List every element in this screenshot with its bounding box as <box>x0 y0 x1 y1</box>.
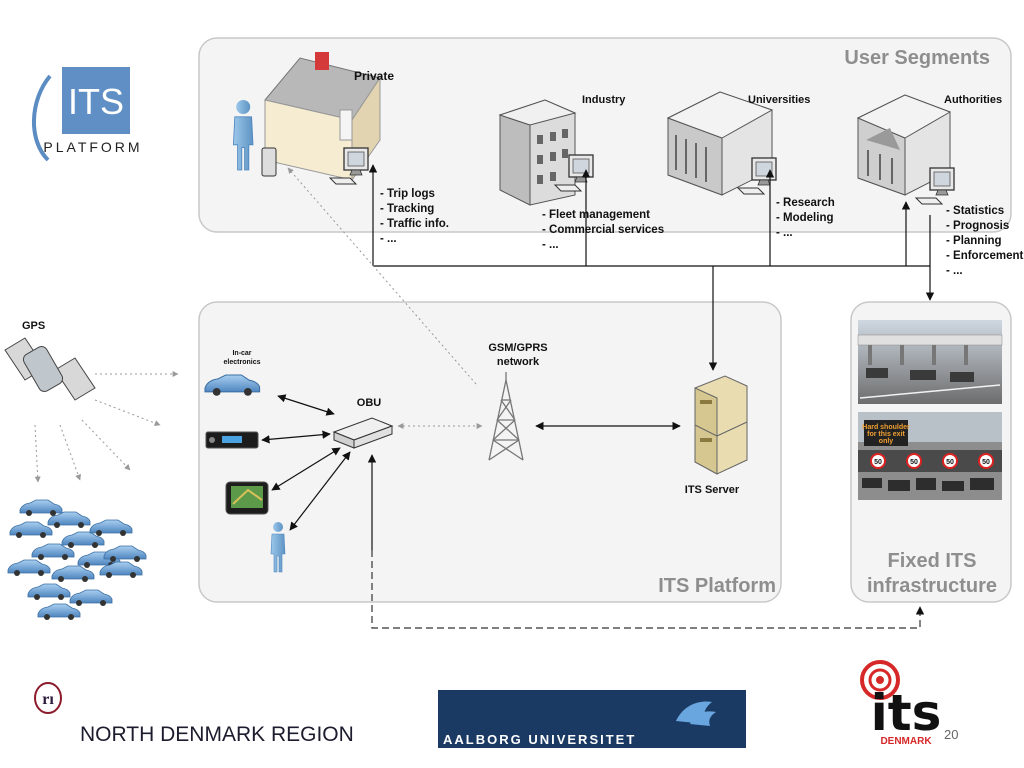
car-fleet-icon <box>7 499 147 621</box>
private-segment: Private - Trip logs - Tracking - Traffic… <box>232 52 449 245</box>
speed-sign-4: 50 <box>982 459 990 466</box>
gps-label: GPS <box>22 320 45 332</box>
universities-item-2: - Modeling <box>776 212 834 224</box>
aalborg-text: AALBORG UNIVERSITET <box>443 732 636 747</box>
aalborg-university-logo: AALBORG UNIVERSITET <box>438 690 746 748</box>
toll-plaza-photo <box>857 320 1003 404</box>
gantry-sign-line-3: only <box>879 438 893 445</box>
universities-item-1: - Research <box>776 197 835 209</box>
north-denmark-text: NORTH DENMARK REGION <box>80 723 354 746</box>
segment-connectors <box>368 164 935 371</box>
gantry-sign-line-2: for this exit <box>867 431 905 438</box>
wireless-links <box>287 167 483 429</box>
north-denmark-mark: rı <box>42 691 54 708</box>
private-label: Private <box>354 69 394 83</box>
universities-label: Universities <box>748 94 810 106</box>
universities-segment: Universities - Research - Modeling - ... <box>666 91 835 239</box>
industry-segment: Industry - Fleet management - Commercial… <box>498 94 664 251</box>
gsm-tower-icon <box>488 372 524 461</box>
gsm-label-1: GSM/GPRS <box>488 342 547 354</box>
its-server-icon <box>694 375 748 475</box>
its-platform-logo: ITS PLATFORM <box>32 67 142 162</box>
private-item-2: - Tracking <box>380 203 434 215</box>
car-radio-icon <box>205 431 259 449</box>
gps-navigator-icon <box>225 481 269 515</box>
gps-signal-lines <box>34 371 179 483</box>
user-segments-title: User Segments <box>844 47 990 69</box>
speed-sign-2: 50 <box>910 459 918 466</box>
speed-sign-1: 50 <box>874 459 882 466</box>
authorities-item-5: - ... <box>946 265 963 277</box>
authorities-item-1: - Statistics <box>946 205 1004 217</box>
private-item-3: - Traffic info. <box>380 218 449 230</box>
universities-item-3: - ... <box>776 227 793 239</box>
gps-satellite-icon: GPS <box>4 320 96 401</box>
traffic-gantry-photo: Hard shoulder for this exit only 50 50 5… <box>858 412 1002 500</box>
logo-platform-text: PLATFORM <box>43 139 142 155</box>
authorities-label: Authorities <box>944 94 1002 106</box>
obu-label: OBU <box>357 397 382 409</box>
fixed-infrastructure-title-2: infrastructure <box>867 575 997 597</box>
authorities-item-3: - Planning <box>946 235 1002 247</box>
obu-device-icon <box>332 417 394 449</box>
private-item-1: - Trip logs <box>380 188 435 200</box>
its-denmark-small: DENMARK <box>880 736 932 747</box>
authorities-segment: Authorities - Statistics - Prognosis - P… <box>856 94 1023 277</box>
in-car-label-2: electronics <box>224 359 261 366</box>
its-denmark-logo: its DENMARK <box>860 660 942 747</box>
infrastructure-feedback-line <box>371 550 925 629</box>
speed-limit-signs: 50 50 50 50 <box>870 453 994 469</box>
fixed-infrastructure-title-1: Fixed ITS <box>888 550 977 572</box>
industry-item-3: - ... <box>542 239 559 251</box>
industry-label: Industry <box>582 94 626 106</box>
industry-item-2: - Commercial services <box>542 224 664 236</box>
its-server-label: ITS Server <box>685 484 740 496</box>
its-platform-title: ITS Platform <box>658 575 776 597</box>
authorities-item-4: - Enforcement <box>946 250 1023 262</box>
authorities-item-2: - Prognosis <box>946 220 1009 232</box>
its-denmark-big: its <box>871 684 942 742</box>
private-item-4: - ... <box>380 233 397 245</box>
north-denmark-region-logo: rı NORTH DENMARK REGION <box>34 682 354 746</box>
mobile-phone-icon <box>261 147 277 177</box>
gantry-sign-line-1: Hard shoulder <box>862 424 910 431</box>
in-car-label-1: In-car <box>232 350 251 357</box>
user-segments-box <box>198 37 1012 233</box>
industry-item-1: - Fleet management <box>542 209 650 221</box>
page-number: 20 <box>944 727 958 742</box>
speed-sign-3: 50 <box>946 459 954 466</box>
gsm-label-2: network <box>497 356 540 368</box>
logo-its-text: ITS <box>68 81 124 122</box>
platform-connectors <box>261 394 681 550</box>
